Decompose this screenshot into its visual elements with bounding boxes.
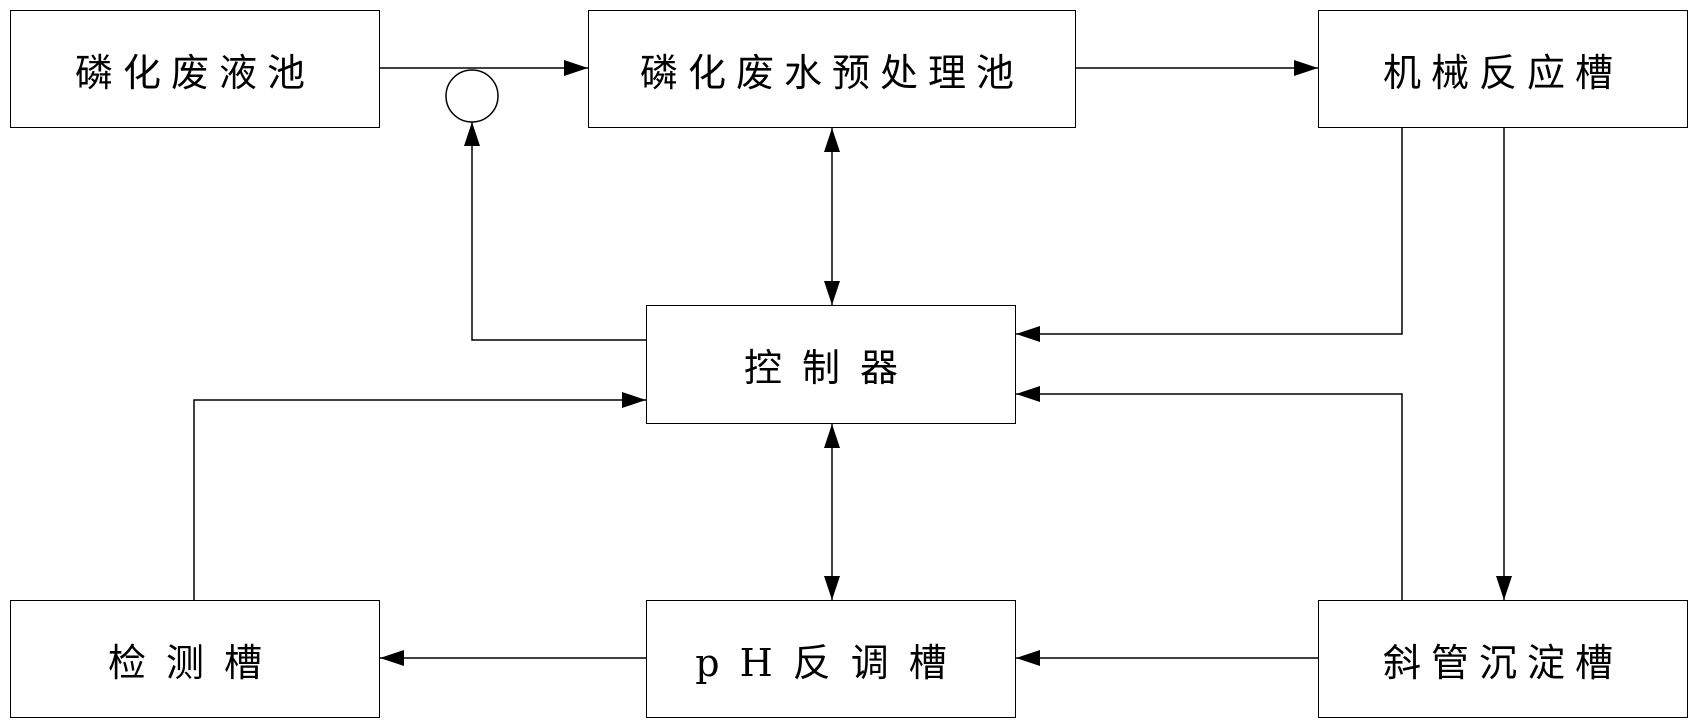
- inclined-tube-settler-box: 斜管沉淀槽: [1318, 600, 1688, 718]
- pretreatment-pool-box: 磷化废水预处理池: [588, 10, 1076, 128]
- controller-label: 控制器: [743, 346, 918, 390]
- detection-tank-box: 检测槽: [10, 600, 380, 718]
- mechanical-reaction-tank-label: 机械反应槽: [1382, 50, 1623, 95]
- mechanical-reaction-tank-box: 机械反应槽: [1318, 10, 1688, 128]
- arrow-settler-to-controller: [1016, 386, 1403, 600]
- ph-adjust-tank-label: pH反调槽: [695, 640, 967, 685]
- controller-box: 控制器: [646, 305, 1016, 424]
- arrow-detection-to-controller: [193, 392, 646, 600]
- ph-adjust-tank-box: pH反调槽: [646, 600, 1016, 718]
- pump-icon: [445, 69, 499, 123]
- arrow-controller-to-pump: [464, 122, 646, 341]
- detection-tank-label: 检测槽: [107, 640, 282, 685]
- pretreatment-pool-label: 磷化废水预处理池: [639, 50, 1024, 95]
- phosphating-waste-pool-box: 磷化废液池: [10, 10, 380, 128]
- phosphating-waste-pool-label: 磷化废液池: [74, 50, 315, 95]
- arrow-mechanical-to-controller: [1016, 128, 1403, 342]
- inclined-tube-settler-label: 斜管沉淀槽: [1382, 640, 1623, 685]
